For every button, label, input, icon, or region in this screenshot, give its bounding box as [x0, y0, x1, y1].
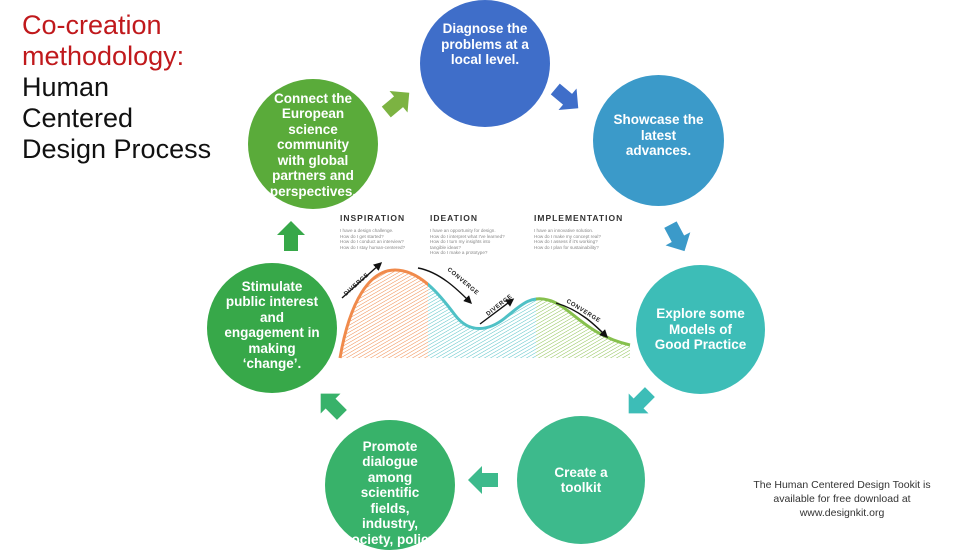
- title-line: methodology:: [22, 41, 185, 71]
- page-title: Co-creation methodology: Human Centered …: [22, 10, 211, 165]
- step-showcase-label: Showcase the latest advances.: [613, 112, 704, 159]
- step-explore-label: Explore some Models of Good Practice: [654, 306, 747, 353]
- step-stimulate-label: Stimulate public interest and engagement…: [224, 278, 320, 372]
- step-connect: Connect the European science community w…: [248, 79, 378, 209]
- phase-text-inspiration: I have a design challenge. How do I get …: [340, 228, 406, 250]
- inspiration-line: [338, 268, 428, 359]
- arrow-promote-to-stimulate: [320, 393, 347, 420]
- implementation-line: [536, 297, 631, 347]
- phase-title-inspiration: INSPIRATION: [340, 213, 406, 223]
- step-promote: Promote dialogue among scientific fields…: [325, 420, 455, 550]
- step-connect-label: Connect the European science community w…: [269, 90, 357, 199]
- step-stimulate: Stimulate public interest and engagement…: [207, 263, 337, 393]
- arrow-showcase-to-explore: [664, 221, 691, 252]
- ideation-line: [428, 282, 536, 330]
- implementation-area: [536, 298, 630, 358]
- arrow-stimulate-to-connect: [277, 221, 305, 251]
- curve-label-converge: CONVERGE: [446, 267, 480, 297]
- arrow-connect-to-diagnose: [381, 90, 410, 118]
- step-toolkit-label: Create a toolkit: [554, 464, 608, 496]
- step-diagnose: Diagnose the problems at a local level.: [420, 0, 550, 127]
- converge-arrow: [555, 302, 608, 338]
- title-line: Human: [22, 72, 110, 102]
- inspiration-area: [340, 270, 428, 358]
- ideation-area: [428, 284, 536, 358]
- hcd-curve: DIVERGE CONVERGE DIVERGE CONVERGE: [338, 262, 631, 359]
- title-line: Design Process: [22, 134, 212, 164]
- arrow-toolkit-to-promote: [468, 466, 498, 494]
- arrow-diagnose-to-showcase: [550, 83, 579, 111]
- title-line: Co-creation: [22, 10, 162, 40]
- phase-text-ideation: I have an opportunity for design. How do…: [430, 228, 505, 256]
- step-explore: Explore some Models of Good Practice: [636, 265, 765, 394]
- step-toolkit: Create a toolkit: [517, 416, 645, 544]
- diverge-arrow: [341, 262, 383, 299]
- title-line: Centered: [22, 103, 134, 133]
- arrow-explore-to-toolkit: [628, 387, 655, 414]
- footnote: The Human Centered Design Tookit is avai…: [753, 479, 931, 519]
- phase-text-implementation: I have an innovative solution. How do I …: [534, 228, 601, 250]
- step-diagnose-label: Diagnose the problems at a local level.: [441, 21, 529, 68]
- diverge-arrow: [479, 298, 515, 325]
- step-showcase: Showcase the latest advances.: [593, 75, 724, 206]
- phase-title-ideation: IDEATION: [430, 213, 478, 223]
- step-promote-label: Promote dialogue among scientific fields…: [343, 438, 437, 547]
- phase-title-implementation: IMPLEMENTATION: [534, 213, 624, 223]
- converge-arrow: [417, 267, 472, 304]
